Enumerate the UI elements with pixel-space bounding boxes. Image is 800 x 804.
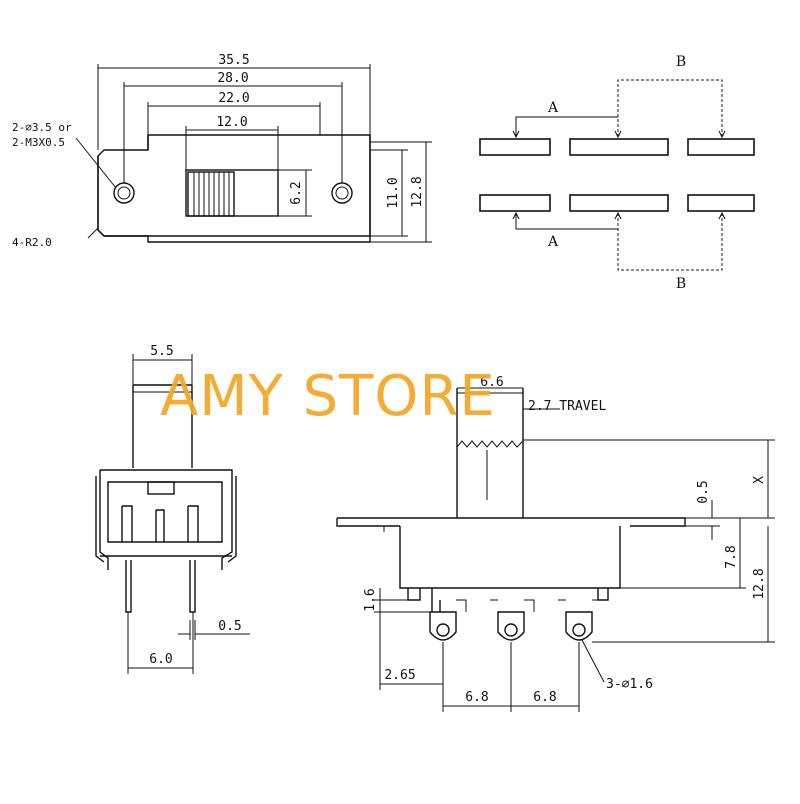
dim-side-first-pin: 2.65 [384,668,415,683]
end-terminal-center [155,509,165,542]
dim-side-total-height: 12.8 [752,568,767,599]
side-terminal-3 [565,611,593,641]
wire-a-top [515,116,618,137]
arrows-b-bottom [614,211,726,220]
side-terminal-1-lugs [431,588,441,612]
hole-note-line1: 2-⌀3.5 or [12,121,72,134]
hole-note-line2: 2-M3X0.5 [12,136,65,149]
end-detent [147,481,175,495]
dim-side-pitch-2: 6.8 [533,690,556,705]
arrow-a-top [512,130,520,139]
side-view: 6.6 2.7 TRAVEL 0.5 X 7.8 12.8 1.6 2.65 6… [336,375,775,712]
wire-a-bottom [515,213,618,230]
end-pin-left [125,560,132,613]
end-housing [107,481,223,543]
dim-slot-height: 6.2 [289,181,304,204]
mount-hole-right-inner [335,186,349,200]
wire-b-top [617,79,723,137]
end-actuator [132,384,193,468]
end-terminal-right [187,505,199,542]
mount-hole-left [113,182,135,204]
end-terminal-left [121,505,133,542]
side-actuator-break [456,440,524,448]
contact-top-right [687,138,755,156]
circuit-diagram: A B A B [479,54,755,292]
label-b-bottom: B [676,276,686,292]
side-terminal-2-hole [504,623,518,637]
end-pin-right [189,560,196,613]
side-body-feet [407,588,609,601]
side-terminal-1 [429,611,457,641]
contact-top-left [479,138,551,156]
top-view: 35.5 28.0 22.0 12.0 6.2 11.0 12.8 2-⌀3.5… [12,53,432,249]
end-view: 5.5 6.0 0.5 [95,344,250,674]
label-a-top: A [547,100,559,116]
mount-hole-left-inner [117,186,131,200]
dim-side-actuator-width: 6.6 [480,375,503,390]
label-a-bottom: A [547,234,559,250]
side-plate [336,517,686,527]
top-dim-lines [75,64,432,243]
dim-side-plate-thickness: 0.5 [696,480,711,503]
dim-side-pitch-1: 6.8 [465,690,488,705]
contact-bottom-center [569,194,669,212]
contact-bottom-left [479,194,551,212]
dim-side-travel: 2.7 TRAVEL [528,399,606,414]
side-terminal-1-hole [436,623,450,637]
side-terminal-2 [497,611,525,641]
body-shoulder [147,135,371,150]
dim-side-body-height: 7.8 [724,545,739,568]
wire-b-bottom [617,213,723,271]
dim-side-x: X [752,476,767,484]
side-terminal-bases [456,599,598,612]
mount-hole-right [331,182,353,204]
dim-end-actuator-width: 5.5 [150,344,173,359]
watermark-text: AMY STORE [160,364,496,429]
side-body [399,526,621,589]
dim-body-height: 11.0 [386,177,401,208]
arrow-a-bottom [512,211,520,220]
actuator-slot [185,169,279,217]
side-terminal-3-hole [572,623,586,637]
corner-radius-note: 4-R2.0 [12,236,52,249]
dim-end-pin-spacing: 6.0 [149,652,172,667]
dim-side-pin-offset: 1.6 [363,588,378,611]
actuator-knob [187,171,235,217]
dim-slot-width: 12.0 [216,115,247,130]
side-dim-lines [374,387,775,712]
dim-hole-spacing: 28.0 [217,71,248,86]
end-frame-outer [95,476,237,563]
dim-end-pin-thickness: 0.5 [218,619,241,634]
arrows-b-top [614,130,726,139]
contact-bottom-right [687,194,755,212]
label-b-top: B [676,54,686,70]
dim-body-width: 22.0 [218,91,249,106]
dim-overall-height: 12.8 [410,176,425,207]
knob-ribs [193,172,230,216]
contact-top-center [569,138,669,156]
end-dim-lines [127,354,250,674]
end-frame [99,469,233,570]
dim-overall-width: 35.5 [218,53,249,68]
side-hole-note: 3-⌀1.6 [606,677,653,692]
